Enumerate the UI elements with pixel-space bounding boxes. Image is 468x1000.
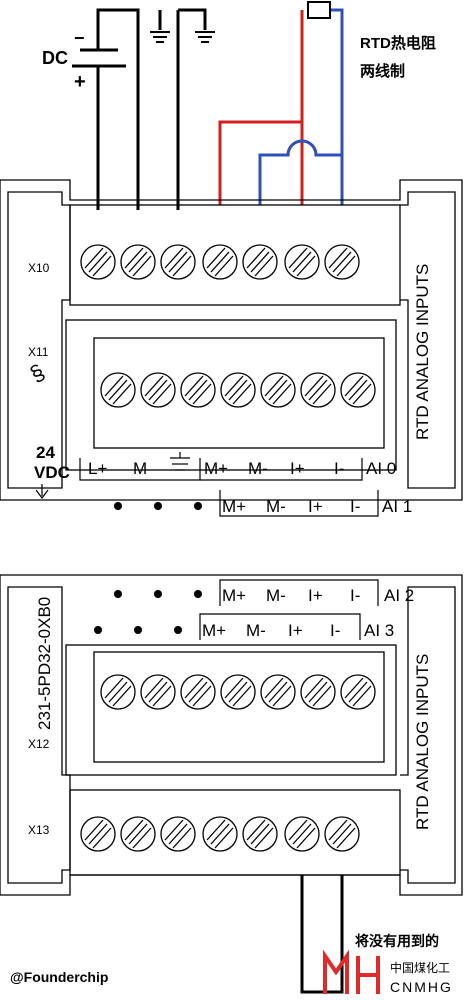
lower-module [0,574,463,896]
upper-side-label: RTD ANALOG INPUTS [413,264,432,440]
x10-label: X10 [28,261,50,275]
ai1-mminus: M- [266,497,286,516]
shorting-wire [300,875,344,994]
terminal-row-x10 [80,244,360,280]
terminal-label-iminus: I- [334,459,344,478]
arrow-down-icon [35,484,49,499]
cnmhg-logo [323,949,380,994]
upper-label-row1 [79,452,363,481]
ai1-iminus: I- [350,497,360,516]
ai3-mminus: M- [246,621,266,640]
terminal-label-m: M [133,459,147,478]
logo-letters: CNMHG [390,979,453,995]
part-number: 231-5PD32-0XB0 [35,597,54,730]
ai2-iminus: I- [350,586,360,605]
rtd-sensor [307,1,331,19]
siemens-s-icon: § [26,359,49,387]
terminal-row-x11 [100,372,376,408]
terminal-row-x13 [80,816,360,852]
terminal-label-lplus: L+ [88,459,107,478]
terminal-label-mminus: M- [248,459,268,478]
lower-dots-row2 [94,626,182,634]
ai2-mplus: M+ [222,586,246,605]
terminal-row-x12 [100,674,376,710]
ai2-iplus: I+ [308,586,323,605]
ai1-mplus: M+ [222,497,246,516]
ground-icon [150,31,215,43]
ai3-label: AI 3 [364,621,394,640]
ai2-label: AI 2 [384,586,414,605]
dc-label: DC [42,48,68,68]
power-wiring [72,8,207,205]
ai0-label: AI 0 [366,459,396,478]
ai1-iplus: I+ [308,497,323,516]
vdc-label: VDC [34,463,70,482]
upper-dots [114,502,202,510]
terminal-label-mplus: M+ [204,459,228,478]
ai1-label: AI 1 [382,497,412,516]
ai3-mplus: M+ [202,621,226,640]
unused-note: 将没有用到的 [355,933,439,949]
logo-chinese: 中国煤化工 [390,960,450,975]
x13-label: X13 [28,823,50,837]
dc-plus: + [74,71,86,93]
ai2-mminus: M- [266,586,286,605]
dc-minus: − [74,28,85,48]
vdc-24: 24 [36,443,55,462]
rtd-title-line1: RTD热电阻 [360,34,436,52]
terminal-label-iplus: I+ [290,459,305,478]
lower-dots-row1 [114,590,202,598]
lower-side-label: RTD ANALOG INPUTS [413,654,432,830]
ai3-iminus: I- [330,621,340,640]
x11-label: X11 [28,345,49,359]
rtd-red-wire [218,10,304,205]
rtd-title-line2: 两线制 [360,62,405,80]
rtd-blue-wire [258,8,344,205]
x12-label: X12 [28,737,50,751]
upper-module [0,179,463,501]
watermark: @Founderchip [10,969,108,985]
ai3-iplus: I+ [288,621,303,640]
